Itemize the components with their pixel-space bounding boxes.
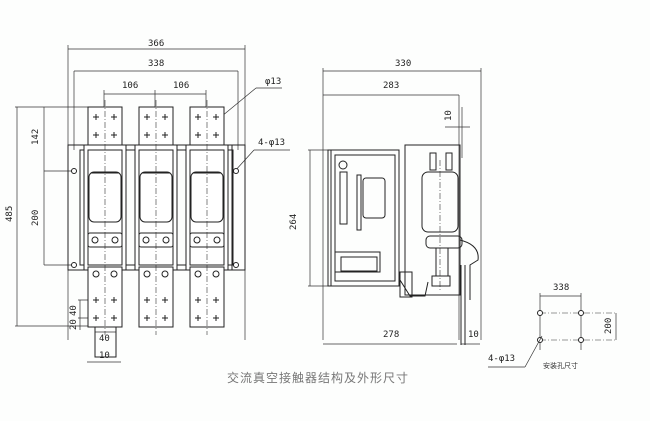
aux-inner <box>340 256 378 272</box>
dim-106-left: 106 <box>122 81 138 91</box>
dim-mount-200: 200 <box>604 318 614 334</box>
dim-264: 264 <box>289 214 299 230</box>
clamp-bolt <box>213 236 221 244</box>
terminal-bolt <box>143 270 151 278</box>
bracket-block <box>399 271 413 298</box>
coil <box>362 177 386 219</box>
terminal-bolt <box>429 152 437 171</box>
dim-485: 485 <box>5 206 15 222</box>
drawing-title: 交流真空接触器结构及外形尺寸 <box>227 370 409 385</box>
terminal-bolt <box>212 270 220 278</box>
label-phi13: φ13 <box>265 77 281 87</box>
mechanism-inner <box>334 154 396 282</box>
front-view: 366 338 106 106 φ13 4-φ13 485 142 200 40 <box>5 39 290 363</box>
dim-106-right: 106 <box>173 81 189 91</box>
terminal-bolt <box>161 270 169 278</box>
dim-top-10: 10 <box>444 110 454 121</box>
mount-hole <box>537 310 543 316</box>
lever <box>339 171 348 225</box>
stem <box>435 247 449 277</box>
mount-hole <box>578 310 584 316</box>
pivot <box>338 160 348 170</box>
nut <box>431 275 451 287</box>
label-mount-holes: 4-φ13 <box>488 354 515 364</box>
dim-200: 200 <box>31 210 41 226</box>
mount-hole <box>578 337 584 343</box>
dim-20: 20 <box>69 319 79 330</box>
busbar-bend <box>459 239 479 300</box>
mounting-view: 338 200 4-φ13 安装孔尺寸 <box>488 283 617 370</box>
clamp-bolt <box>91 236 99 244</box>
clamp-bolt <box>162 236 170 244</box>
dim-mount-338: 338 <box>553 283 569 293</box>
mechanism-box <box>330 149 400 287</box>
dim-terminal-10: 10 <box>99 351 110 361</box>
mount-hole <box>71 262 77 268</box>
housing <box>404 144 461 296</box>
dim-366: 366 <box>148 39 164 49</box>
mount-hole <box>233 262 239 268</box>
terminal-bolt <box>194 270 202 278</box>
bracket <box>399 279 429 297</box>
terminal-bolt <box>110 270 118 278</box>
dim-278: 278 <box>383 330 399 340</box>
poles <box>83 100 229 358</box>
leader-line <box>524 335 543 368</box>
mount-hole <box>233 168 239 174</box>
side-view: 330 283 10 264 278 10 <box>289 59 482 345</box>
mount-hole <box>71 168 77 174</box>
terminal-extension <box>94 326 117 358</box>
clamp-bolt <box>193 236 201 244</box>
dim-side-10: 10 <box>468 330 479 340</box>
clamp-bolt <box>111 236 119 244</box>
lower-terminal <box>425 235 463 249</box>
dim-142: 142 <box>31 129 41 145</box>
dim-283: 283 <box>383 81 399 91</box>
mounting-caption: 安装孔尺寸 <box>543 361 578 370</box>
dim-40: 40 <box>69 305 79 316</box>
terminal-bolt <box>92 270 100 278</box>
dim-330: 330 <box>395 59 411 69</box>
dim-terminal-40: 40 <box>99 334 110 344</box>
spring <box>356 174 362 231</box>
dim-338: 338 <box>148 59 164 69</box>
label-4-phi13: 4-φ13 <box>258 138 285 148</box>
clamp-bolt <box>142 236 150 244</box>
auxiliary-switch <box>334 251 381 273</box>
terminal-bolt <box>445 152 453 171</box>
